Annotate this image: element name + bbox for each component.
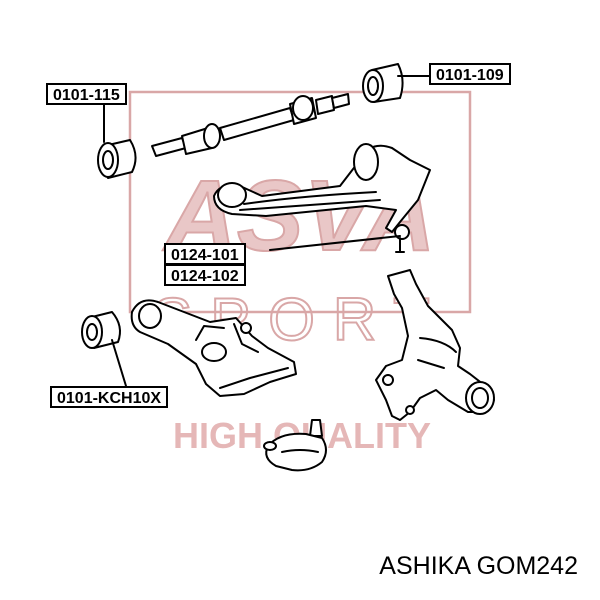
part-number-0101-109: 0101-109 xyxy=(429,63,511,85)
tie-rod-icon xyxy=(151,93,350,157)
steering-knuckle-icon xyxy=(375,269,495,421)
part-number-0124-102: 0124-102 xyxy=(164,264,246,286)
bushing-icon xyxy=(97,139,137,179)
leader-line xyxy=(269,235,401,251)
watermark-frame xyxy=(128,90,472,314)
leader-line xyxy=(111,339,127,387)
upper-control-arm-icon xyxy=(213,143,431,253)
part-number-0101-KCH10X: 0101-KCH10X xyxy=(50,386,169,408)
leader-lines xyxy=(103,75,431,387)
lower-control-arm-icon xyxy=(130,299,297,397)
ball-joint-icon xyxy=(263,419,327,472)
bushing-icon xyxy=(81,311,121,349)
part-number-0124-101: 0124-101 xyxy=(164,243,246,265)
part-number-0101-115: 0101-115 xyxy=(46,83,127,105)
product-caption: ASHIKA GOM242 xyxy=(379,552,578,580)
bushing-icon xyxy=(362,63,404,103)
